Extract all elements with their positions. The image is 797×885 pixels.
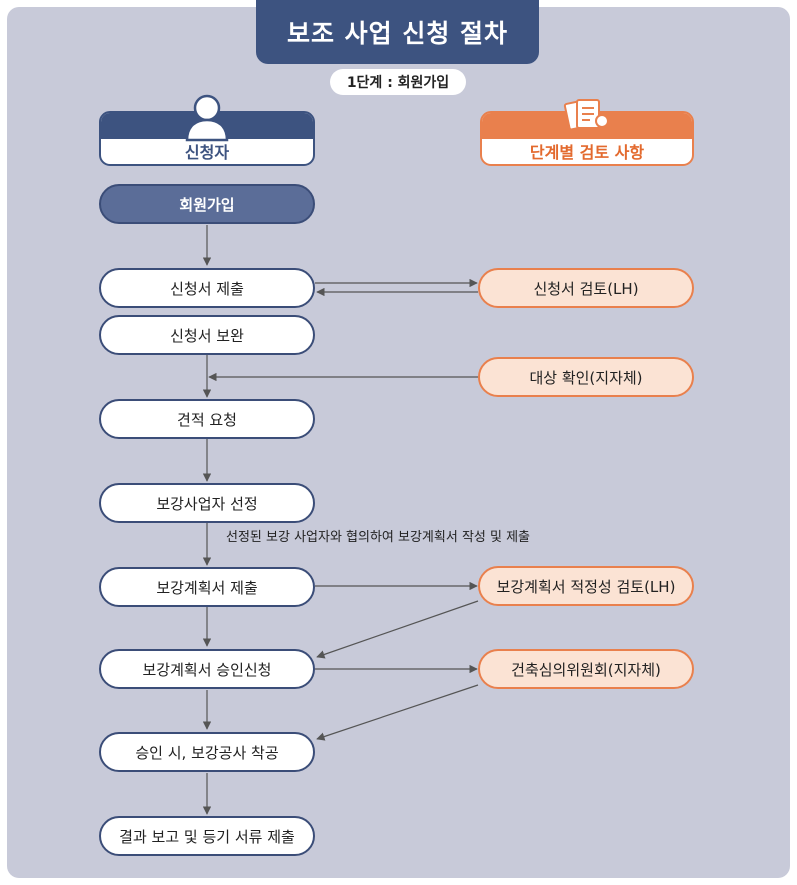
review-plan-adequacy-lh: 보강계획서 적정성 검토(LH) xyxy=(478,566,694,606)
documents-icon xyxy=(563,99,612,131)
step-signup: 회원가입 xyxy=(99,184,315,224)
step-quote-request: 견적 요청 xyxy=(99,399,315,439)
review-label: 단계별 검토 사항 xyxy=(529,142,645,162)
review-target-confirm: 대상 확인(지자체) xyxy=(478,357,694,397)
step-application-revise: 신청서 보완 xyxy=(99,315,315,355)
review-building-committee: 건축심의위원회(지자체) xyxy=(478,649,694,689)
flow-note: 선정된 보강 사업자와 협의하여 보강계획서 작성 및 제출 xyxy=(226,530,531,545)
person-icon xyxy=(185,94,229,142)
step-application-submit: 신청서 제출 xyxy=(99,268,315,308)
applicant-label: 신청자 xyxy=(184,142,230,162)
step-construction-start: 승인 시, 보강공사 착공 xyxy=(99,732,315,772)
diagram-title: 보조 사업 신청 절차 xyxy=(256,0,539,64)
review-application-lh: 신청서 검토(LH) xyxy=(478,268,694,308)
stage-label: 1단계 : 회원가입 xyxy=(330,69,466,95)
step-result-report: 결과 보고 및 등기 서류 제출 xyxy=(99,816,315,856)
step-plan-submit: 보강계획서 제출 xyxy=(99,567,315,607)
step-plan-approval-request: 보강계획서 승인신청 xyxy=(99,649,315,689)
step-contractor-selection: 보강사업자 선정 xyxy=(99,483,315,523)
